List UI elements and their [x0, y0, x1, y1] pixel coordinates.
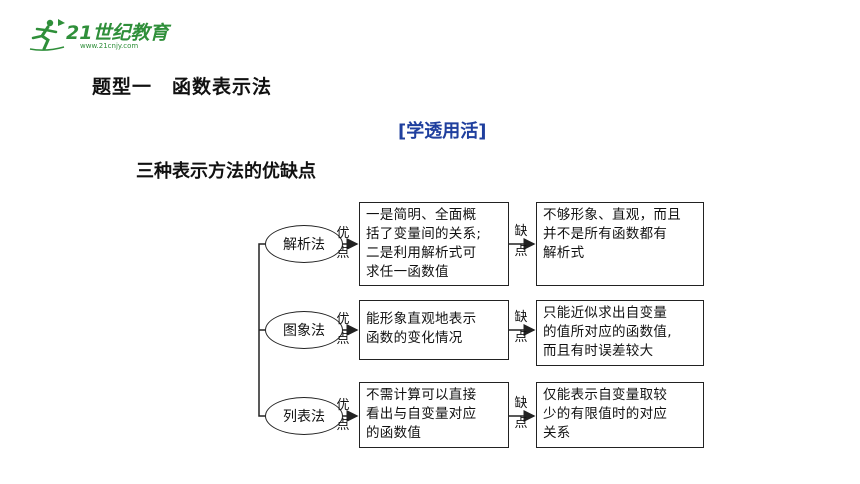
pro-label: 优 点 [335, 310, 351, 350]
cons-line: 仅能表示自变量取较 [543, 387, 668, 403]
pros-box-table: 不需计算可以直接 看出与自变量对应 的函数值 [359, 382, 509, 448]
method-graph: 图象法 [265, 311, 343, 349]
pros-line: 看出与自变量对应 [366, 406, 477, 422]
pro-label-char: 优 [336, 398, 350, 413]
pros-line: 的函数值 [366, 425, 422, 441]
pro-label: 优 点 [335, 224, 351, 264]
pros-line: 函数的变化情况 [366, 330, 463, 346]
pros-line: 二是利用解析式可 [366, 245, 477, 261]
pro-label-char: 优 [336, 226, 350, 241]
section-title: 三种表示方法的优缺点 [136, 161, 316, 182]
pros-line: 能形象直观地表示 [366, 311, 477, 327]
comparison-diagram: 解析法 优 点 一是简明、全面概 括了变量间的关系; 二是利用解析式可 求任一函… [255, 196, 715, 458]
pros-line: 不需计算可以直接 [366, 387, 477, 403]
runner-icon [29, 19, 65, 51]
cons-line: 解析式 [543, 245, 585, 261]
pros-box-graph: 能形象直观地表示 函数的变化情况 [359, 300, 509, 360]
pro-label-char: 优 [336, 312, 350, 327]
con-label: 缺 点 [513, 308, 529, 348]
subheading: [学透用活] [398, 121, 487, 142]
pros-line: 求任一函数值 [366, 264, 449, 280]
cons-box-analytic: 不够形象、直观，而且 并不是所有函数都有 解析式 [536, 202, 704, 286]
cons-box-table: 仅能表示自变量取较 少的有限值时的对应 关系 [536, 382, 704, 448]
con-label-char: 缺 [514, 224, 528, 239]
cons-line: 的值所对应的函数值, [543, 324, 672, 340]
con-label-char: 缺 [514, 310, 528, 325]
logo: 21世纪教育 www.21cnjy.com [24, 14, 184, 54]
pro-label-char: 点 [336, 246, 350, 261]
page-heading: 题型一 函数表示法 [92, 76, 273, 98]
con-label-char: 点 [514, 416, 528, 431]
logo-url: www.21cnjy.com [80, 42, 139, 50]
pros-line: 一是简明、全面概 [366, 207, 477, 223]
pro-label-char: 点 [336, 418, 350, 433]
con-label-char: 点 [514, 244, 528, 259]
pro-label-char: 点 [336, 332, 350, 347]
cons-line: 关系 [543, 425, 571, 441]
con-label-char: 点 [514, 330, 528, 345]
con-label: 缺 点 [513, 222, 529, 262]
cons-box-graph: 只能近似求出自变量 的值所对应的函数值, 而且有时误差较大 [536, 300, 704, 366]
pro-label: 优 点 [335, 396, 351, 436]
connector-lines [258, 238, 536, 422]
method-table: 列表法 [265, 397, 343, 435]
cons-line: 并不是所有函数都有 [543, 226, 668, 242]
con-label-char: 缺 [514, 396, 528, 411]
con-label: 缺 点 [513, 394, 529, 434]
cons-line: 不够形象、直观，而且 [543, 207, 681, 223]
cons-line: 而且有时误差较大 [543, 343, 654, 359]
cons-line: 少的有限值时的对应 [543, 406, 668, 422]
pros-line: 括了变量间的关系; [366, 226, 482, 242]
cons-line: 只能近似求出自变量 [543, 305, 668, 321]
logo-brand: 21世纪教育 [66, 22, 169, 44]
pros-box-analytic: 一是简明、全面概 括了变量间的关系; 二是利用解析式可 求任一函数值 [359, 202, 509, 286]
method-analytic: 解析法 [265, 225, 343, 263]
